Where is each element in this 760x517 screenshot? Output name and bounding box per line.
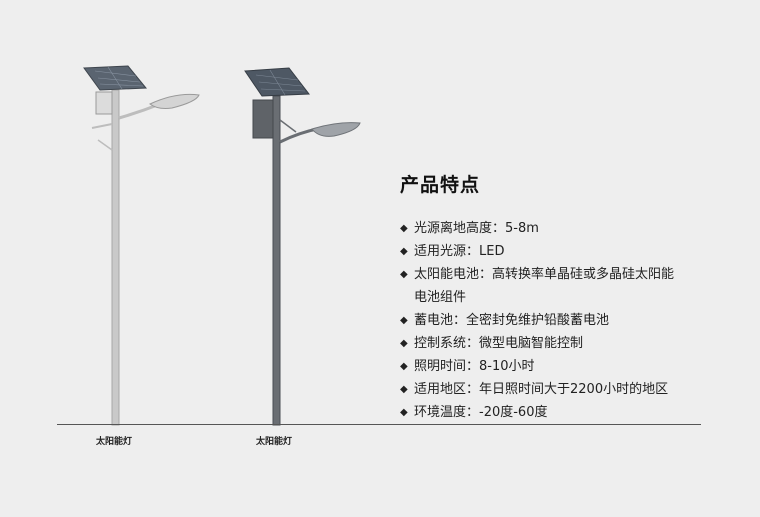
feature-item: ◆蓄电池：全密封免维护铅酸蓄电池	[398, 309, 718, 332]
diamond-bullet-icon: ◆	[400, 223, 408, 234]
lamp-1-caption: 太阳能灯	[96, 437, 133, 447]
diamond-bullet-icon: ◆	[400, 315, 408, 326]
solar-lamp-1	[83, 65, 200, 426]
features-title: 产品特点	[400, 174, 481, 196]
ground-line	[57, 424, 701, 425]
diamond-bullet-icon: ◆	[400, 269, 408, 280]
diamond-bullet-icon: ◆	[400, 407, 408, 418]
feature-item-continuation: 电池组件	[414, 290, 467, 305]
feature-item: ◆光源离地高度：5-8m	[398, 217, 718, 240]
feature-item: ◆适用光源：LED	[398, 240, 718, 263]
diamond-bullet-icon: ◆	[400, 361, 408, 372]
feature-item: ◆控制系统：微型电脑智能控制	[398, 332, 718, 355]
lamp-2-caption: 太阳能灯	[256, 437, 293, 447]
feature-item: ◆适用地区：年日照时间大于2200小时的地区	[398, 378, 718, 401]
diamond-bullet-icon: ◆	[400, 384, 408, 395]
feature-item: ◆太阳能电池：高转换率单晶硅或多晶硅太阳能	[398, 263, 718, 286]
feature-item: ◆照明时间：8-10小时	[398, 355, 718, 378]
features-list: ◆光源离地高度：5-8m ◆适用光源：LED ◆太阳能电池：高转换率单晶硅或多晶…	[398, 217, 718, 424]
solar-lamp-2	[244, 67, 361, 426]
feature-item: ◆环境温度：-20度-60度	[398, 401, 718, 424]
diamond-bullet-icon: ◆	[400, 246, 408, 257]
diamond-bullet-icon: ◆	[400, 338, 408, 349]
product-features: 产品特点 ◆光源离地高度：5-8m ◆适用光源：LED ◆太阳能电池：高转换率单…	[398, 170, 718, 424]
